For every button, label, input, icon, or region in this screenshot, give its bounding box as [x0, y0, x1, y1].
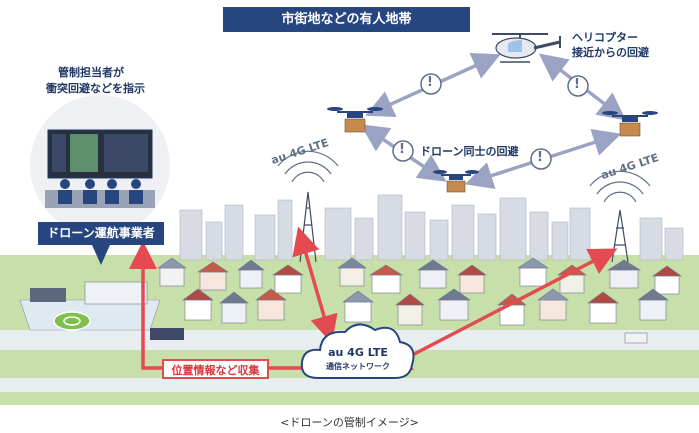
truck: [150, 328, 184, 340]
alert-icon-top: [420, 73, 442, 95]
network-label-line2: 通信ネットワーク: [326, 362, 390, 371]
city-skyline: [179, 194, 684, 261]
title-banner: 市街地などの有人地帯: [223, 7, 470, 32]
operator-banner: ドローン運航事業者: [38, 222, 164, 245]
network-cloud: [300, 323, 415, 379]
controller-label-line2: 衝突回避などを指示: [46, 82, 145, 95]
helicopter-icon: [492, 33, 561, 63]
alert-mark-left: !: [399, 142, 405, 157]
drone-right: [602, 111, 658, 137]
network-label-line1: au 4G LTE: [328, 346, 388, 359]
car: [624, 332, 648, 344]
alert-icon-left: [392, 140, 414, 162]
road-side: [0, 378, 699, 392]
alert-icon-right: [530, 148, 552, 170]
operator-base: [19, 281, 161, 331]
lte-arrow-left: [292, 226, 338, 344]
operator-pointer: [92, 245, 110, 265]
helicopter-label-line1: ヘリコプター: [572, 31, 638, 44]
alert-mark-right: !: [537, 150, 543, 165]
drone-mutual-label: ドローン同士の回避: [420, 145, 519, 158]
figure-caption: <ドローンの管制イメージ>: [280, 416, 419, 429]
alert-mark-top: !: [427, 75, 433, 90]
collect-label: 位置情報など収集: [162, 359, 269, 379]
controller-label-line1: 管制担当者が: [58, 66, 124, 79]
helicopter-label-line2: 接近からの回避: [572, 46, 649, 59]
lte-arrow-right: [382, 248, 618, 371]
drone-left: [327, 107, 383, 133]
control-room: [30, 95, 170, 235]
alert-mark-heli: !: [574, 77, 580, 92]
drone-bottom: [433, 170, 479, 193]
alert-icon-heli: [567, 75, 589, 97]
